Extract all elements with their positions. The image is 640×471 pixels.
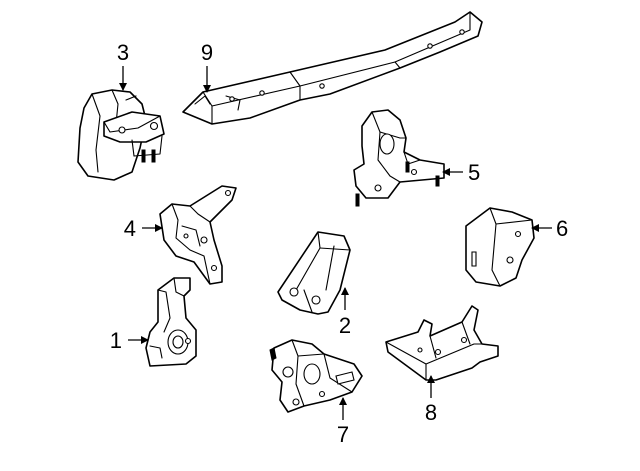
callout-1[interactable]: 1 — [110, 328, 122, 353]
part-6-mount-bracket[interactable] — [465, 207, 535, 287]
part-9-crossmember[interactable] — [182, 11, 483, 125]
callout-5[interactable]: 5 — [468, 160, 480, 185]
part-4-mount-bracket[interactable] — [159, 185, 237, 285]
callout-9[interactable]: 9 — [201, 40, 213, 65]
callout-2[interactable]: 2 — [339, 313, 351, 338]
part-3-engine-mount[interactable] — [77, 89, 165, 181]
part-7-engine-mount[interactable] — [269, 339, 363, 413]
callout-6[interactable]: 6 — [556, 216, 568, 241]
callout-3[interactable]: 3 — [117, 40, 129, 65]
callout-labels: 3 9 5 4 6 2 1 8 7 — [110, 40, 569, 447]
part-5-engine-mount[interactable] — [353, 109, 445, 207]
callout-4[interactable]: 4 — [124, 216, 136, 241]
part-2-mount-bracket[interactable] — [277, 231, 351, 315]
part-8-mount-bracket[interactable] — [385, 305, 499, 381]
part-1-engine-mount[interactable] — [145, 277, 197, 367]
callout-7[interactable]: 7 — [337, 422, 349, 447]
callout-leaders — [119, 66, 552, 420]
callout-8[interactable]: 8 — [425, 400, 437, 425]
